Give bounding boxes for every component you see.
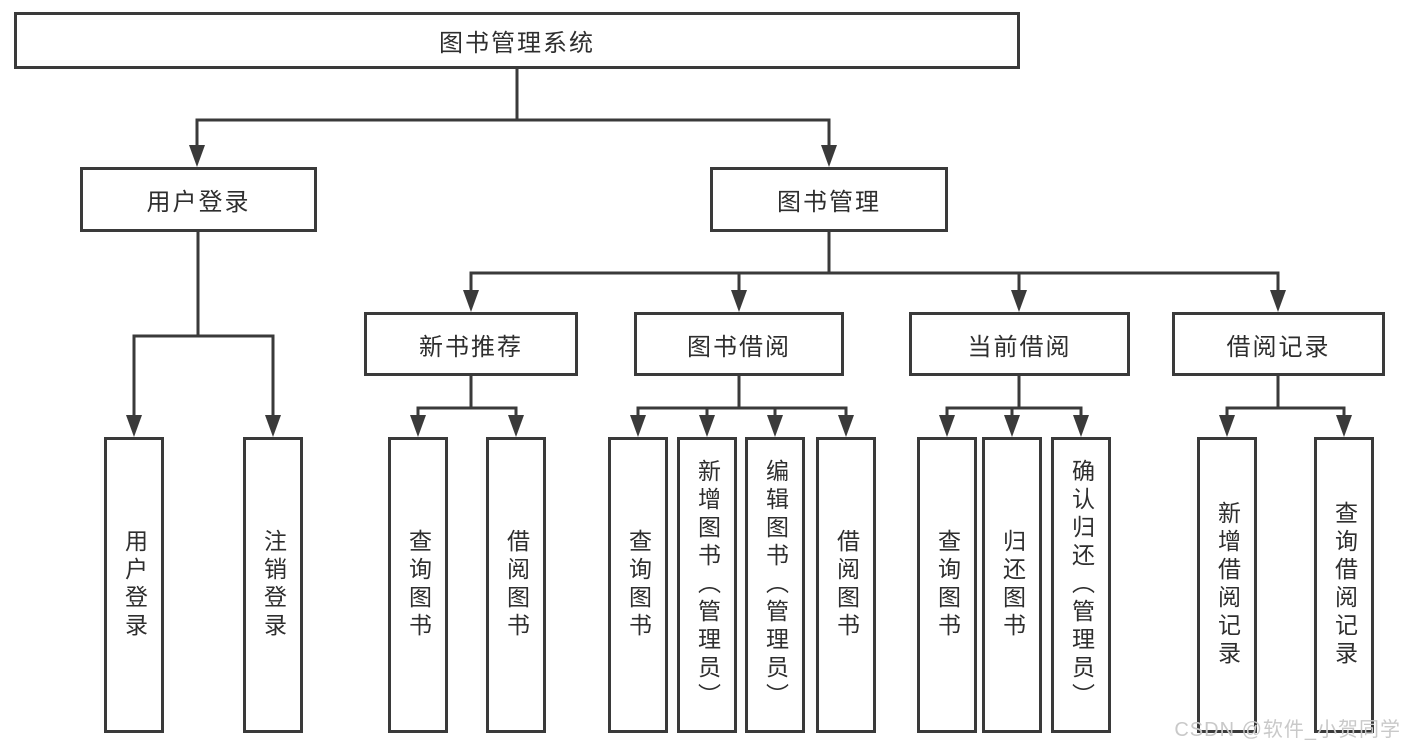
connector-user-login-to-leaves: [126, 232, 281, 437]
connector-new-book-recommend-to-leaves: [410, 376, 524, 437]
node-label: 借阅记录: [1226, 333, 1331, 361]
connector-book-borrow-to-leaves: [630, 376, 854, 437]
connector-borrow-records-to-leaves: [1219, 376, 1352, 437]
leaf-user-login: 用户登录: [104, 437, 164, 733]
node-label: 图书管理系统: [439, 30, 595, 57]
node-library-system: 图书管理系统: [14, 12, 1020, 69]
leaf-return-books: 归还图书: [982, 437, 1042, 733]
leaf-borrow-books: 借阅图书: [816, 437, 876, 733]
node-label: 借阅图书: [503, 529, 530, 641]
leaf-add-books-admin: 新增图书（管理员）: [677, 437, 737, 733]
node-label: 借阅图书: [833, 529, 860, 641]
node-new-book-recommend: 新书推荐: [364, 312, 578, 376]
leaf-search-borrow-record: 查询借阅记录: [1314, 437, 1374, 733]
node-label: 新增借阅记录: [1214, 501, 1241, 669]
node-label: 查询图书: [934, 529, 961, 641]
node-current-borrow: 当前借阅: [909, 312, 1130, 376]
node-label: 用户登录: [121, 529, 148, 641]
leaf-logout: 注销登录: [243, 437, 303, 733]
node-book-borrow: 图书借阅: [634, 312, 844, 376]
leaf-search-books-recommend: 查询图书: [388, 437, 448, 733]
node-label: 查询图书: [625, 529, 652, 641]
leaf-borrow-books-recommend: 借阅图书: [486, 437, 546, 733]
leaf-add-borrow-record: 新增借阅记录: [1197, 437, 1257, 733]
node-label: 新书推荐: [419, 333, 523, 361]
leaf-edit-books-admin: 编辑图书（管理员）: [745, 437, 805, 733]
node-label: 归还图书: [999, 529, 1026, 641]
node-label: 查询借阅记录: [1331, 501, 1358, 669]
node-label: 新增图书（管理员）: [694, 459, 721, 711]
node-label: 确认归还（管理员）: [1068, 459, 1095, 711]
connector-book-management-to-level3: [463, 232, 1286, 312]
leaf-search-books-current: 查询图书: [917, 437, 977, 733]
connector-root-to-level2: [189, 69, 837, 167]
leaf-search-books-borrow: 查询图书: [608, 437, 668, 733]
leaf-confirm-return-admin: 确认归还（管理员）: [1051, 437, 1111, 733]
node-label: 当前借阅: [967, 333, 1072, 361]
node-label: 查询图书: [405, 529, 432, 641]
node-label: 图书借阅: [687, 333, 791, 361]
node-label: 图书管理: [777, 189, 881, 216]
csdn-watermark: CSDN @软件_小贺同学: [1174, 719, 1401, 741]
node-user-login-module: 用户登录: [80, 167, 317, 232]
node-borrow-records: 借阅记录: [1172, 312, 1385, 376]
node-book-management: 图书管理: [710, 167, 948, 232]
node-label: 注销登录: [260, 529, 287, 641]
connector-current-borrow-to-leaves: [939, 376, 1089, 437]
node-label: 编辑图书（管理员）: [762, 459, 789, 711]
node-label: 用户登录: [146, 189, 251, 216]
